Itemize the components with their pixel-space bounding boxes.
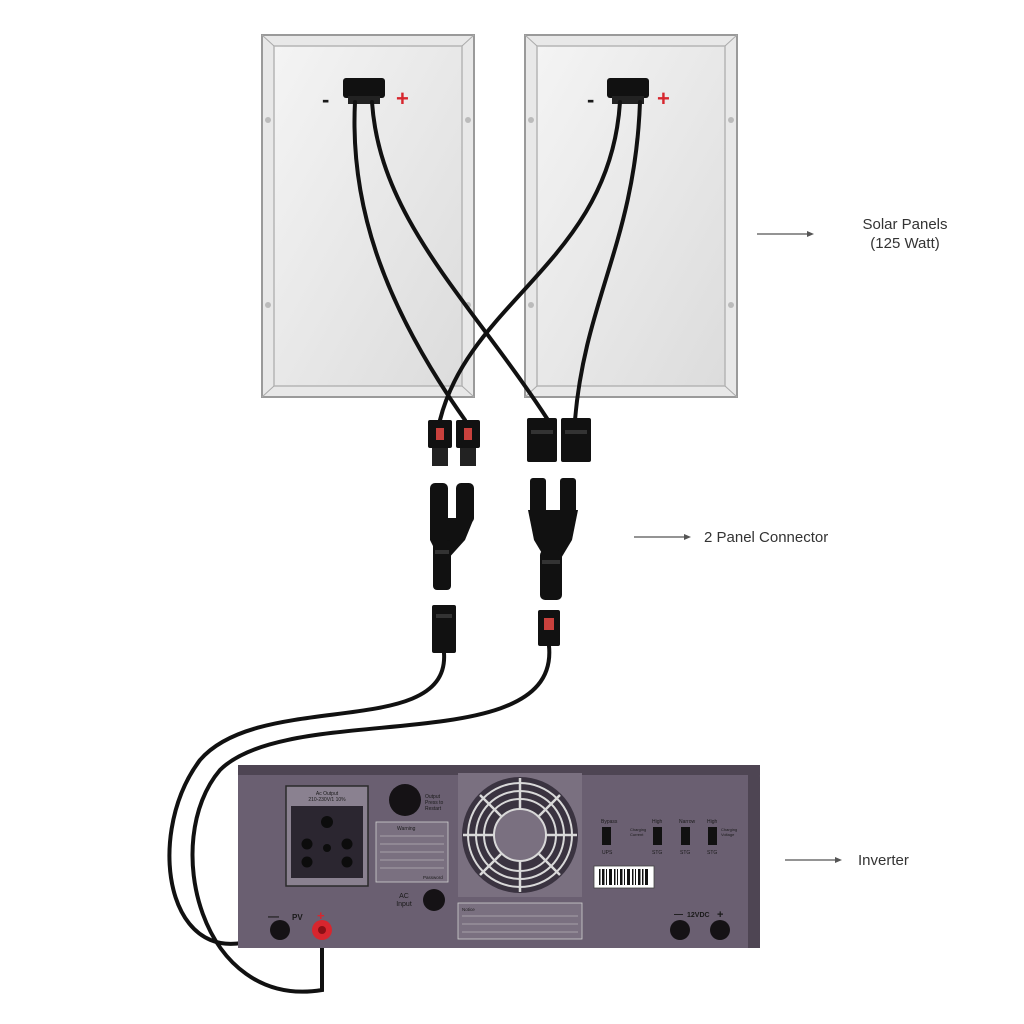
charging-current-switch — [653, 827, 662, 845]
junction-box-2 — [607, 78, 649, 98]
panel-cables — [352, 100, 642, 422]
vdc-label: 12VDC — [687, 912, 710, 919]
panel-1-minus: - — [322, 87, 329, 112]
high-label-1: High — [652, 819, 663, 825]
panel-1-plus: + — [396, 86, 409, 111]
charging-voltage-label: Charging — [721, 827, 737, 832]
pv-negative-terminal — [270, 920, 290, 940]
inverter-cables — [167, 644, 552, 994]
output-label-3: Restart — [425, 806, 442, 812]
vdc-plus-sign: + — [717, 909, 723, 921]
solar-panel-1: - + — [261, 34, 475, 398]
narrow-switch — [681, 827, 690, 845]
dc-negative-terminal — [670, 920, 690, 940]
high-label-2: High — [707, 819, 718, 825]
connector-label: 2 Panel Connector — [704, 529, 828, 546]
output-label: Output — [425, 794, 441, 800]
stg-label-3: STG — [707, 850, 717, 856]
notice-label: Notice — [457, 902, 583, 940]
ac-input-port — [423, 889, 445, 911]
fan-icon — [458, 773, 582, 897]
inverter-callout: Inverter — [785, 852, 909, 869]
ups-label: UPS — [602, 850, 613, 856]
panel-2-minus: - — [587, 87, 594, 112]
charging-voltage-switch — [708, 827, 717, 845]
barcode-label — [593, 865, 655, 889]
junction-box-1 — [343, 78, 385, 98]
password-text: Password — [423, 875, 443, 880]
ac-output-socket: Ac Output 210-230V/1 10% — [285, 785, 369, 887]
solar-panel-2: - + — [524, 34, 738, 398]
ac-output-label: Ac Output — [316, 791, 339, 797]
mc4-connectors-top — [428, 418, 591, 466]
output-restart-button — [389, 784, 421, 816]
charging-current-label-2: Current — [630, 832, 644, 837]
charging-current-label: Charging — [630, 827, 646, 832]
connector-callout: 2 Panel Connector — [634, 529, 828, 546]
inverter-label: Inverter — [858, 852, 909, 869]
inverter: Ac Output 210-230V/1 10% Output Press to… — [238, 765, 760, 948]
pv-minus-sign: — — [268, 911, 279, 923]
panel-2-plus: + — [657, 86, 670, 111]
bypass-label: Bypass — [601, 819, 618, 825]
pv-plus-sign: + — [317, 908, 325, 923]
output-label-2: Press to — [425, 800, 444, 806]
dc-positive-terminal — [710, 920, 730, 940]
ac-output-spec: 210-230V/1 10% — [308, 797, 346, 803]
stg-label-2: STG — [680, 850, 690, 856]
mc4-connectors-bottom — [432, 605, 560, 653]
warning-label: Warning Password — [375, 821, 449, 883]
ac-input-label-2: Input — [396, 901, 412, 908]
solar-panels-wattage: (125 Watt) — [870, 235, 939, 252]
y-branch-connectors — [430, 478, 578, 600]
stg-label-1: STG — [652, 850, 662, 856]
solar-panels-label: Solar Panels — [862, 216, 947, 233]
switch-panel: Bypass UPS Charging Current High STG Nar… — [601, 819, 737, 856]
dc-terminals: — 12VDC + — [670, 909, 730, 940]
charging-voltage-label-2: Voltage — [721, 832, 735, 837]
notice-text: Notice — [462, 907, 475, 912]
bypass-ups-switch — [602, 827, 611, 845]
ac-input-label: AC — [399, 893, 409, 900]
warning-text: Warning — [397, 826, 416, 832]
pv-terminals: — PV + — [268, 908, 332, 940]
pv-label: PV — [292, 913, 303, 922]
narrow-label: Narrow — [679, 819, 696, 825]
solar-panels-callout: Solar Panels (125 Watt) — [757, 216, 948, 252]
vdc-minus-sign: — — [674, 909, 683, 919]
